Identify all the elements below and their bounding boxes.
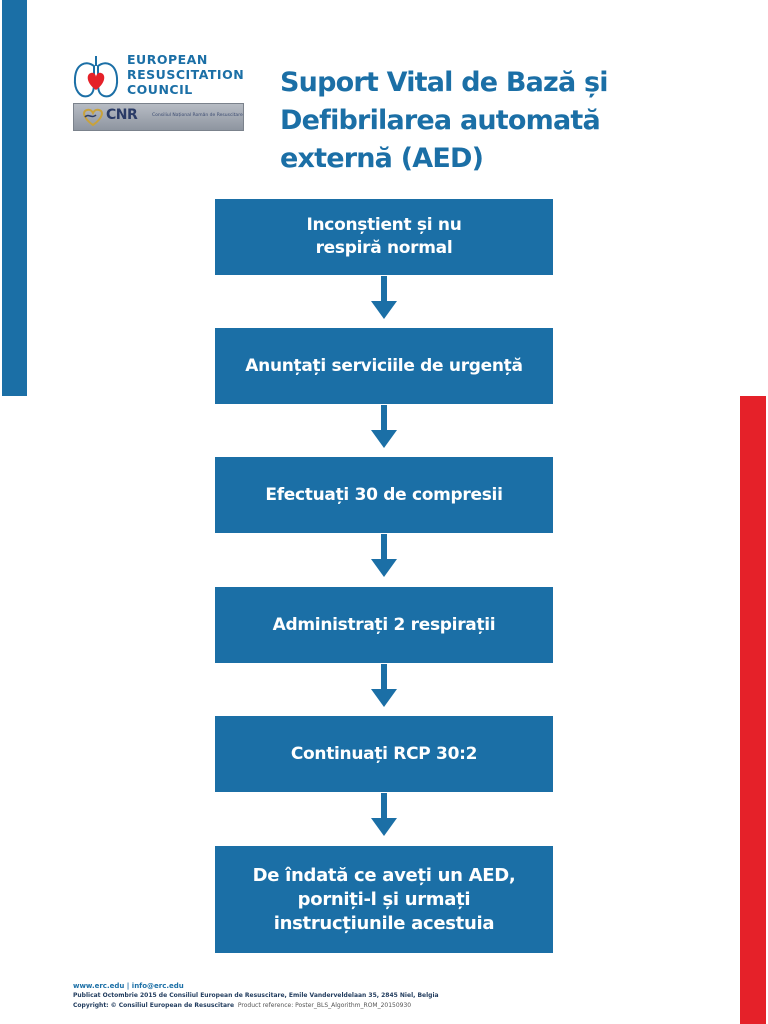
arrow-down-icon <box>371 664 397 708</box>
organization-line: RESUSCITATION <box>127 67 245 82</box>
step-text: respiră normal <box>315 238 453 258</box>
organization-name: EUROPEAN RESUSCITATION COUNCIL <box>127 52 257 97</box>
arrow-down-icon <box>371 793 397 837</box>
step-breaths: Administrați 2 respirații <box>215 587 553 663</box>
left-accent-bar <box>2 0 27 396</box>
page-title: Suport Vital de Bază și Defibrilarea aut… <box>280 64 700 178</box>
step-continue-cpr: Continuați RCP 30:2 <box>215 716 553 792</box>
step-unresponsive: Inconștient și nu respiră normal <box>215 199 553 275</box>
step-call-emergency: Anunțați serviciile de urgență <box>215 328 553 404</box>
step-text: instrucțiunile acestuia <box>273 912 495 934</box>
step-text: porniți-l și urmați <box>297 888 471 910</box>
step-use-aed: De îndată ce aveți un AED, porniți-l și … <box>215 846 553 953</box>
partner-logo: CNR Consiliul Național Român de Resuscit… <box>73 103 244 131</box>
partner-logo-subtitle: Consiliul Național Român de Resuscitare <box>152 113 243 118</box>
step-text: Administrați 2 respirații <box>272 614 496 635</box>
lungs-heart-icon <box>73 56 119 98</box>
step-compressions: Efectuați 30 de compresii <box>215 457 553 533</box>
step-text: Continuați RCP 30:2 <box>290 743 478 764</box>
footer-product-ref: Product reference: Poster_BLS_Algorithm_… <box>237 1002 412 1009</box>
title-line: externă (AED) <box>280 143 484 174</box>
partner-logo-letters: CNR <box>106 107 138 123</box>
organization-line: COUNCIL <box>127 82 193 97</box>
footer-published: Publicat Octombrie 2015 de Consiliul Eur… <box>73 992 439 999</box>
arrow-down-icon <box>371 276 397 320</box>
title-line: Suport Vital de Bază și <box>280 67 609 98</box>
step-text: Inconștient și nu <box>306 215 462 235</box>
right-accent-bar <box>740 396 766 1024</box>
step-text: Efectuați 30 de compresii <box>265 484 503 505</box>
organization-line: EUROPEAN <box>127 52 208 67</box>
step-text: De îndată ce aveți un AED, <box>252 864 516 886</box>
footer-links[interactable]: www.erc.edu | info@erc.edu <box>73 982 184 990</box>
arrow-down-icon <box>371 534 397 578</box>
heart-icon <box>83 108 103 127</box>
title-line: Defibrilarea automată <box>280 105 601 136</box>
footer: www.erc.edu | info@erc.edu Publicat Octo… <box>73 981 733 1011</box>
footer-copyright: Copyright: © Consiliul European de Resus… <box>73 1002 412 1009</box>
step-text: Anunțați serviciile de urgență <box>245 355 523 376</box>
arrow-down-icon <box>371 405 397 449</box>
